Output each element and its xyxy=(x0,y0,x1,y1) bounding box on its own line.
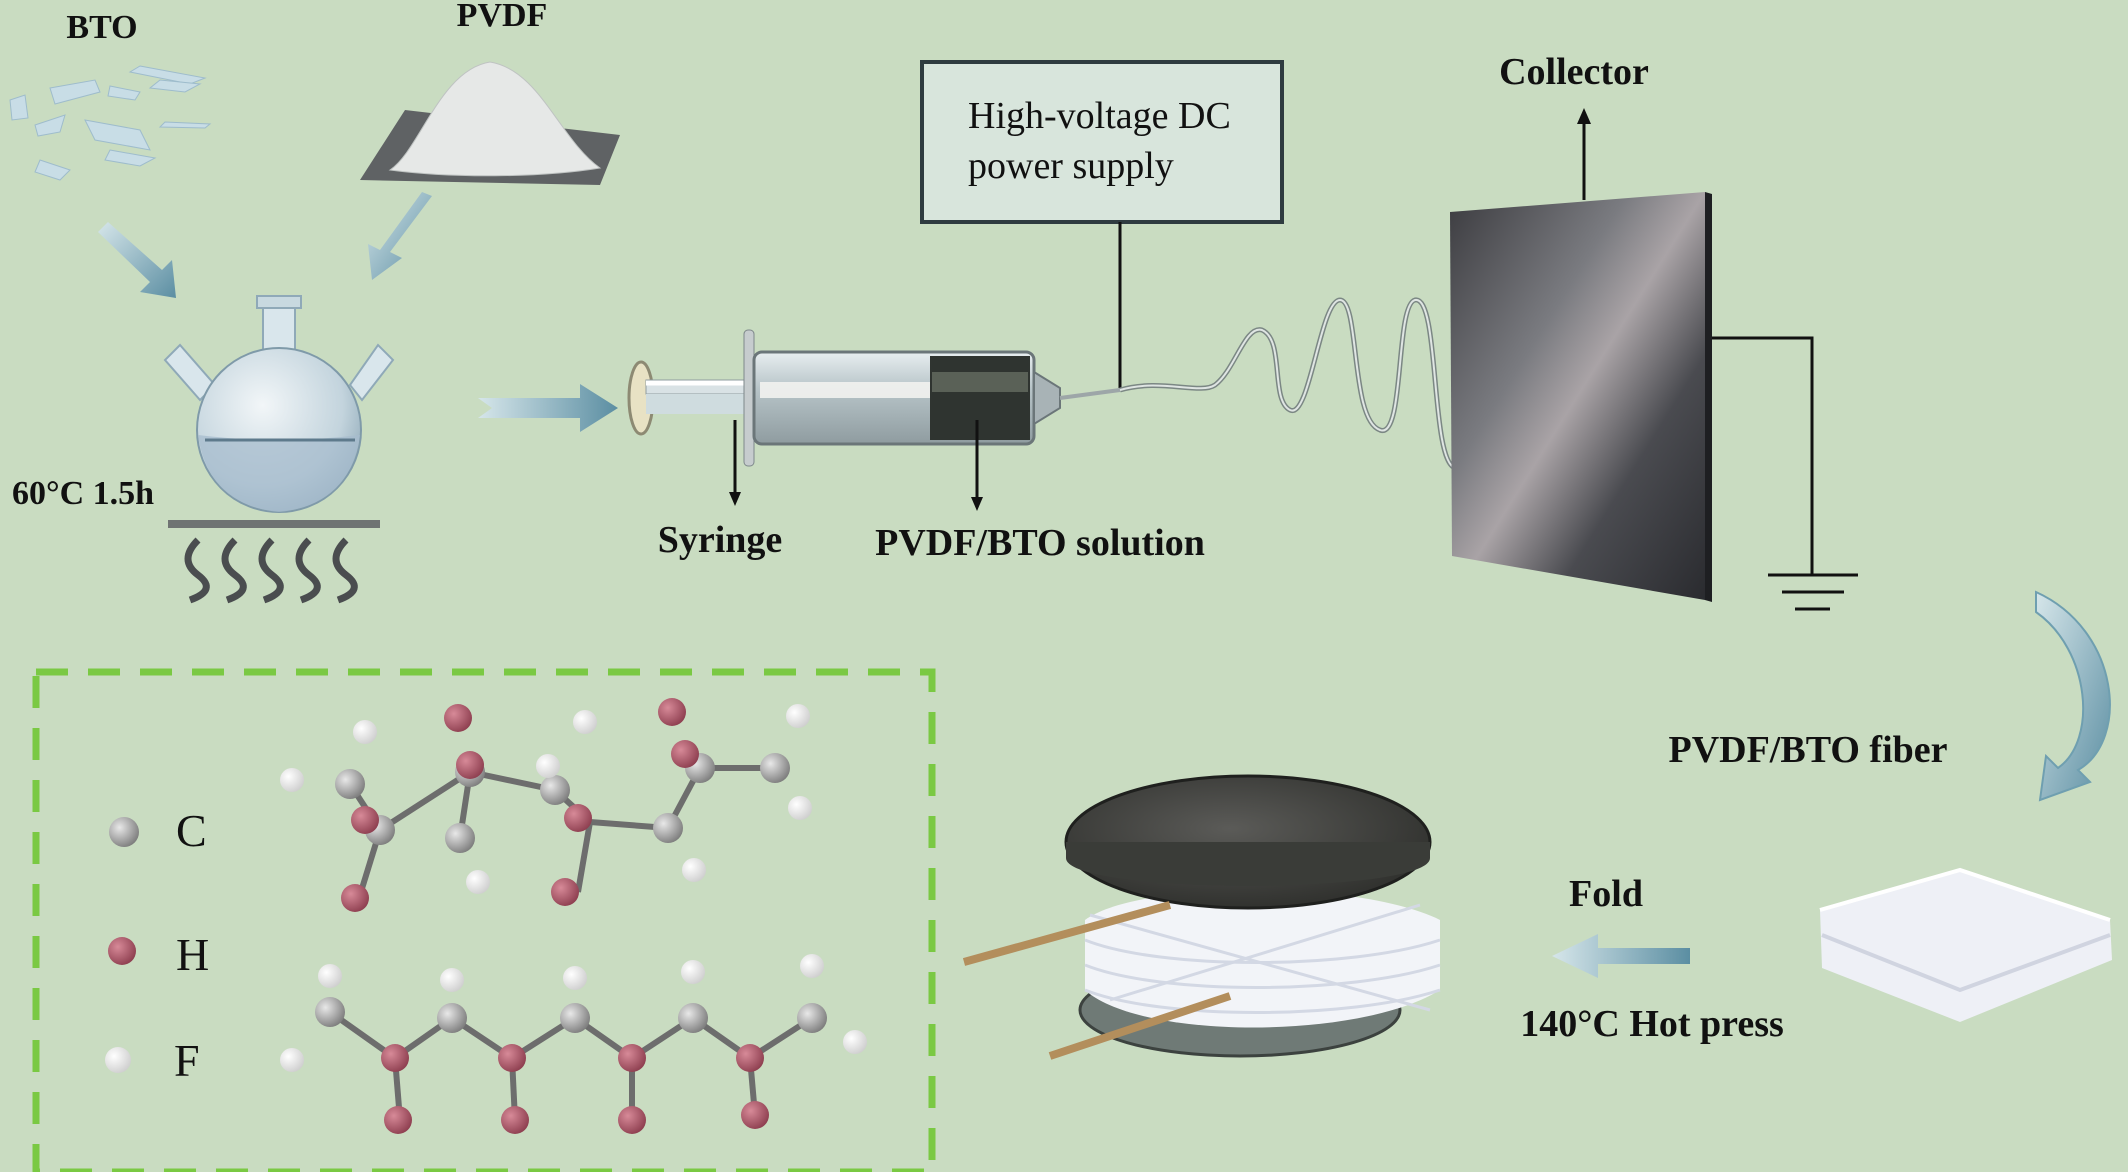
reaction-condition-label: 60°C 1.5h xyxy=(12,475,154,512)
hot-press-stack xyxy=(962,774,1441,1060)
legend-label-h: H xyxy=(176,929,209,980)
fiber-label: PVDF/BTO fiber xyxy=(1668,729,1947,771)
solution-label: PVDF/BTO solution xyxy=(875,522,1205,564)
power-supply: High-voltage DC power supply xyxy=(920,60,1284,388)
molecule-alpha-chain xyxy=(280,954,867,1134)
power-supply-line2: power supply xyxy=(968,145,1174,187)
collector-pointer-head xyxy=(1577,108,1591,124)
ground-symbol xyxy=(1712,336,1858,611)
legend-label-c: C xyxy=(176,805,207,856)
power-supply-line1: High-voltage DC xyxy=(968,95,1231,137)
syringe-label: Syringe xyxy=(658,519,783,561)
atom-legend: C H F xyxy=(105,805,209,1086)
collector-label: Collector xyxy=(1499,51,1649,93)
fold-label: Fold xyxy=(1569,873,1643,915)
legend-label-f: F xyxy=(174,1035,200,1086)
fiber-mat xyxy=(1819,867,2112,1022)
collector-plate xyxy=(1450,192,1712,602)
bto-label: BTO xyxy=(66,9,137,46)
molecule-box xyxy=(32,668,936,1172)
heater xyxy=(168,520,380,604)
carbon-legend-atom xyxy=(109,817,139,847)
molecule-beta-chain xyxy=(280,698,812,912)
syringe xyxy=(627,329,1121,467)
syringe-pointer xyxy=(729,420,741,506)
pvdf-to-flask-arrow xyxy=(368,192,432,280)
hydrogen-legend-atom xyxy=(108,937,136,965)
pvdf-label: PVDF xyxy=(457,0,548,34)
fiber-jet-highlight xyxy=(1119,298,1456,469)
bto-to-flask-arrow xyxy=(98,222,176,298)
pvdf-powder xyxy=(360,61,620,185)
collector-to-fiber-arrow xyxy=(2035,590,2111,802)
three-neck-flask xyxy=(163,295,395,513)
fold-arrow xyxy=(1552,934,1690,978)
fluorine-legend-atom xyxy=(105,1047,131,1073)
hot-press-label: 140°C Hot press xyxy=(1520,1003,1784,1045)
flask-to-syringe-arrow xyxy=(478,384,618,432)
solution-pointer xyxy=(971,420,983,511)
bto-flakes xyxy=(9,65,212,181)
